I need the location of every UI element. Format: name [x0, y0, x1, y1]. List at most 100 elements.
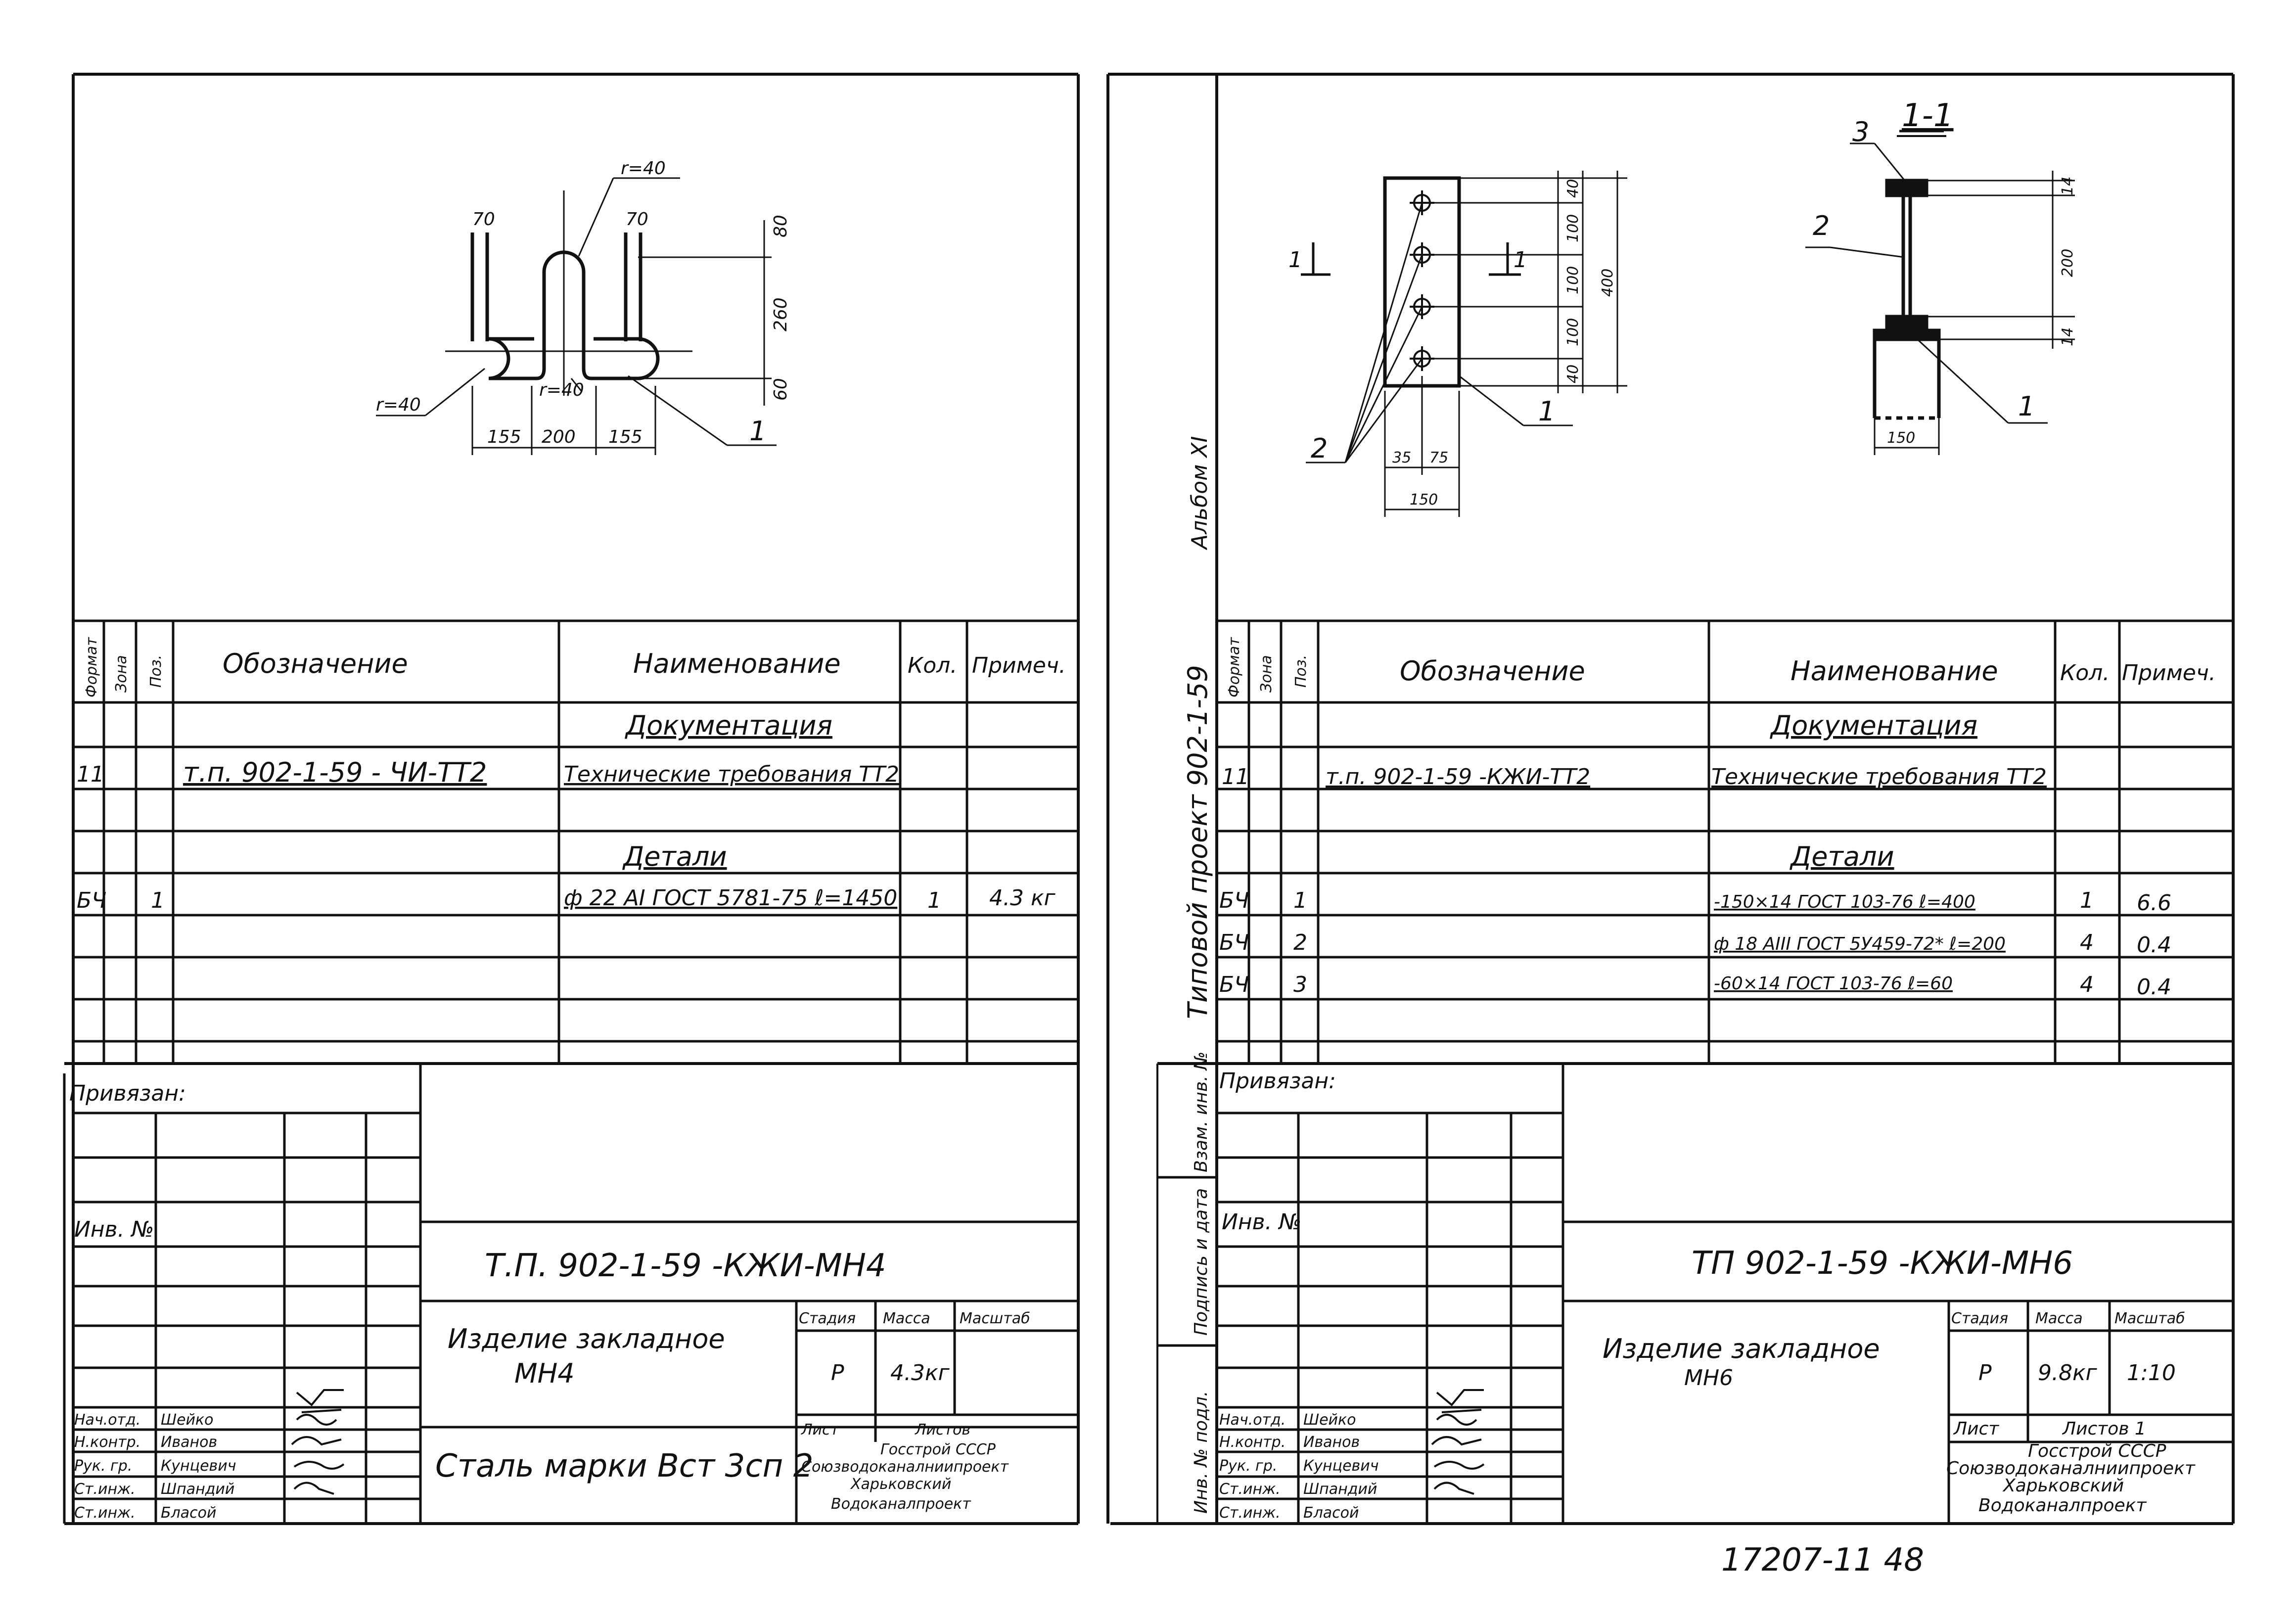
r-row1-name: -150×14 ГОСТ 103-76 ℓ=400 — [1714, 892, 1975, 912]
r-row1-pos: 1 — [1293, 888, 1307, 913]
r-row3-pos: 3 — [1293, 972, 1307, 997]
privyazan-left: Привязан: — [69, 1081, 186, 1106]
r-row3-qty: 4 — [2080, 972, 2094, 997]
section-label: 1-1 — [1902, 97, 1954, 134]
r-row2-note: 0.4 — [2137, 932, 2171, 958]
r-hdr-note: Примеч. — [2122, 660, 2216, 686]
row-doc-name: Технические требования ТТ2 — [564, 762, 899, 787]
stage-left: Р — [831, 1360, 844, 1386]
mn4-bar-drawing — [470, 232, 660, 380]
r-row3-name: -60×14 ГОСТ 103-76 ℓ=60 — [1714, 974, 1953, 994]
dim-260: 260 — [771, 297, 791, 331]
name-2-left: Кунцевич — [161, 1457, 236, 1475]
role-2-right: Рук. гр. — [1219, 1457, 1277, 1475]
doc-code-left: Т.П. 902-1-59 -КЖИ-МН4 — [485, 1248, 886, 1284]
side-podpis: Подпись и дата — [1191, 1188, 1211, 1336]
title-line2-left: МН4 — [514, 1358, 575, 1389]
left-spec-grid — [64, 619, 1078, 1065]
plan-d100-c: 100 — [1564, 318, 1582, 346]
r-row2-format: БЧ — [1219, 930, 1249, 955]
cut-a: 1 — [1288, 247, 1302, 273]
r-row3-format: БЧ — [1219, 972, 1249, 997]
stage-right: Р — [1978, 1360, 1992, 1386]
inv-no-right: Инв. № — [1222, 1209, 1301, 1235]
sheet-right: Лист — [1953, 1419, 1999, 1439]
hdr-name: Наименование — [633, 648, 841, 679]
hdr-format: Формат — [83, 637, 100, 697]
role-3-right: Ст.инж. — [1219, 1481, 1281, 1498]
dim-70-b: 70 — [626, 209, 648, 230]
material-left: Сталь марки Вст 3сп 2 — [435, 1448, 813, 1485]
callout-plan-1: 1 — [1538, 396, 1555, 427]
dim-r-mid: r=40 — [539, 380, 584, 400]
hdr-zone: Зона — [113, 655, 130, 693]
dim-200: 200 — [542, 427, 576, 447]
callout-plan-2: 2 — [1311, 433, 1328, 464]
dim-155-a: 155 — [487, 427, 521, 447]
callout-sec-3: 3 — [1852, 116, 1869, 147]
org4-left: Водоканалпроект — [831, 1495, 971, 1513]
side-project: Типовой проект 902-1-59 — [1182, 665, 1213, 1019]
r-row-doc-format: 11 — [1222, 764, 1249, 789]
left-stamp-grid — [63, 1064, 1078, 1524]
plan-d75: 75 — [1429, 449, 1448, 466]
sheets-left: Листов — [915, 1421, 970, 1438]
mn6-section — [1873, 179, 1941, 420]
r-row1-format: БЧ — [1219, 888, 1249, 913]
r-row1-qty: 1 — [2080, 888, 2094, 913]
mass-right: 9.8кг — [2038, 1360, 2098, 1386]
name-2-right: Кунцевич — [1303, 1457, 1378, 1475]
plan-d40-top: 40 — [1564, 179, 1582, 198]
r-hdr-qty: Кол. — [2060, 660, 2110, 686]
right-stamp-grid — [1157, 1064, 2233, 1524]
dim-r-top: r=40 — [621, 158, 666, 179]
name-3-right: Шпандий — [1303, 1481, 1377, 1498]
hdr-note: Примеч. — [972, 653, 1066, 678]
hdr-pos: Поз. — [147, 655, 165, 688]
dim-60: 60 — [771, 378, 791, 401]
name-1-left: Иванов — [161, 1434, 217, 1451]
row-part1-format: БЧ — [77, 888, 106, 913]
name-4-right: Бласой — [1303, 1504, 1359, 1522]
title-line1-left: Изделие закладное — [448, 1323, 725, 1354]
r-row3-note: 0.4 — [2137, 974, 2171, 1000]
col-stage-right: Стадия — [1951, 1310, 2008, 1327]
right-sheet-frame — [1106, 73, 2235, 1525]
left-sheet-frame — [64, 73, 1080, 1525]
col-scale-left: Масштаб — [960, 1310, 1030, 1327]
col-mass-left: Масса — [883, 1310, 930, 1327]
sec-d14-bot: 14 — [2059, 327, 2076, 346]
r-section-docs: Документация — [1770, 710, 1977, 741]
title-line1-right: Изделие закладное — [1603, 1333, 1880, 1364]
org3-left: Харьковский — [850, 1476, 951, 1493]
dim-70-a: 70 — [472, 209, 495, 230]
sec-d14-top: 14 — [2059, 177, 2076, 195]
row-doc-format: 11 — [77, 762, 104, 787]
side-album: Альбом XI — [1187, 436, 1212, 551]
role-1-right: Н.контр. — [1219, 1434, 1286, 1451]
name-0-left: Шейко — [161, 1411, 214, 1429]
privyazan-right: Привязан: — [1219, 1068, 1336, 1094]
side-inv-podl: Инв. № подл. — [1191, 1391, 1211, 1514]
section-docs: Документация — [625, 710, 832, 741]
org3-right: Харьковский — [2002, 1476, 2124, 1496]
plan-d400: 400 — [1599, 269, 1616, 297]
r-row-doc-name: Технические требования ТТ2 — [1711, 764, 2047, 789]
col-scale-right: Масштаб — [2114, 1310, 2185, 1327]
role-1-left: Н.контр. — [74, 1434, 140, 1451]
row-part1-pos: 1 — [151, 888, 165, 913]
plan-d100-a: 100 — [1564, 214, 1582, 242]
r-section-parts: Детали — [1790, 841, 1894, 872]
r-hdr-format: Формат — [1226, 637, 1243, 697]
sec-d150: 150 — [1887, 429, 1915, 447]
cut-b: 1 — [1514, 247, 1527, 273]
org4-right: Водоканалпроект — [1978, 1495, 2147, 1516]
right-stamp-text: Привязан: Инв. № ТП 902-1-59 -КЖИ-МН6 Из… — [1219, 1068, 2196, 1522]
sec-d200: 200 — [2059, 249, 2076, 277]
right-spec-text: Формат Зона Поз. Обозначение Наименовани… — [1219, 637, 2216, 1000]
r-hdr-pos: Поз. — [1292, 655, 1310, 688]
role-4-right: Ст.инж. — [1219, 1504, 1281, 1522]
title-line2-right: МН6 — [1684, 1365, 1733, 1391]
sheet-left: Лист — [801, 1421, 840, 1438]
